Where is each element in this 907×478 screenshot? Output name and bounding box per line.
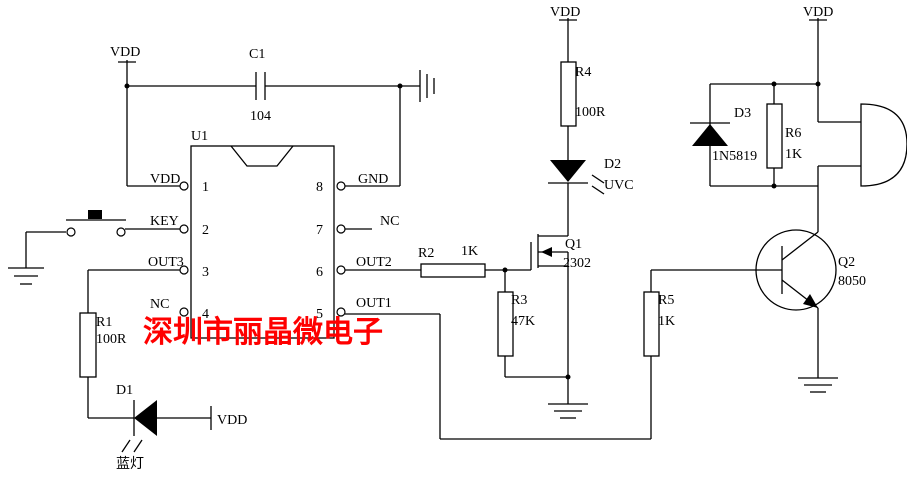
r6-value: 1K [785, 147, 802, 162]
pin5-num: 5 [316, 307, 323, 322]
r3-name: R3 [511, 293, 527, 308]
r2-name: R2 [418, 246, 434, 261]
pin4-name: NC [150, 297, 169, 312]
resistor-r6 [766, 103, 783, 169]
ground-symbol-switch [8, 267, 44, 285]
pin7-num: 7 [316, 223, 323, 238]
r5-name: R5 [658, 293, 674, 308]
c1-value: 104 [250, 109, 271, 124]
ic-pin-8 [336, 181, 346, 191]
d1-label: 蓝灯 [116, 456, 144, 472]
r2-value: 1K [461, 244, 478, 259]
led-d2 [548, 160, 605, 206]
diode-d3 [690, 122, 730, 146]
led-d1 [121, 400, 212, 453]
vdd-symbol-right [809, 18, 827, 122]
r6-name: R6 [785, 126, 801, 141]
r5-value: 1K [658, 314, 675, 329]
pin2-num: 2 [202, 223, 209, 238]
pin3-name: OUT3 [148, 255, 184, 270]
r1-value: 100R [96, 332, 127, 347]
ic-pin-1 [179, 181, 189, 191]
ground-symbol-q2 [798, 377, 838, 393]
ground-symbol-c1 [399, 70, 435, 186]
pin2-name: KEY [150, 214, 179, 229]
q2-name: Q2 [838, 255, 855, 270]
watermark-text: 深圳市丽晶微电子 [143, 315, 383, 350]
vdd-label-top-left: VDD [110, 45, 140, 60]
ic-pin-4 [179, 307, 189, 317]
r3-value: 47K [511, 314, 535, 329]
q1-name: Q1 [565, 237, 582, 252]
r4-value: 100R [575, 105, 606, 120]
pin7-nc: NC [380, 214, 399, 229]
d1-vdd: VDD [217, 413, 247, 428]
d2-label: UVC [604, 178, 634, 193]
r1-name: R1 [96, 315, 112, 330]
junction-dot [397, 83, 403, 89]
d3-part: 1N5819 [712, 149, 757, 164]
vdd-symbol-top-left [118, 60, 136, 86]
r4-name: R4 [575, 65, 591, 80]
pin8-name: GND [358, 172, 388, 187]
d1-name: D1 [116, 383, 133, 398]
ic-pin-2 [179, 224, 189, 234]
junction-dot [815, 81, 821, 87]
capacitor-c1 [127, 72, 400, 100]
ic-pin-7 [336, 224, 346, 234]
buzzer [817, 103, 907, 190]
resistor-r1 [79, 312, 97, 378]
pin8-num: 8 [316, 180, 323, 195]
pin1-num: 1 [202, 180, 209, 195]
q2-part: 8050 [838, 274, 866, 289]
mosfet-q1 [530, 206, 569, 404]
u1-name: U1 [191, 129, 208, 144]
vdd-label-right: VDD [803, 5, 833, 20]
vdd-symbol-mid [559, 18, 577, 62]
resistor-r4 [560, 61, 577, 127]
push-button-switch [25, 210, 180, 268]
d2-name: D2 [604, 157, 621, 172]
pin6-name: OUT2 [356, 255, 392, 270]
ic-pin-5 [336, 307, 346, 317]
d3-name: D3 [734, 106, 751, 121]
q1-part: 2302 [563, 256, 591, 271]
pin6-num: 6 [316, 265, 323, 280]
pin5-name: OUT1 [356, 296, 392, 311]
transistor-q2 [755, 190, 837, 378]
resistor-r2 [420, 263, 486, 278]
c1-name: C1 [249, 47, 265, 62]
ic-u1-body [190, 145, 335, 339]
pin1-name: VDD [150, 172, 180, 187]
ground-symbol-q1 [548, 403, 588, 419]
ic-pin-6 [336, 265, 346, 275]
pin4-num: 4 [202, 307, 209, 322]
pin3-num: 3 [202, 265, 209, 280]
vdd-label-mid: VDD [550, 5, 580, 20]
resistor-r5 [643, 291, 660, 357]
junction-dot [565, 374, 571, 380]
